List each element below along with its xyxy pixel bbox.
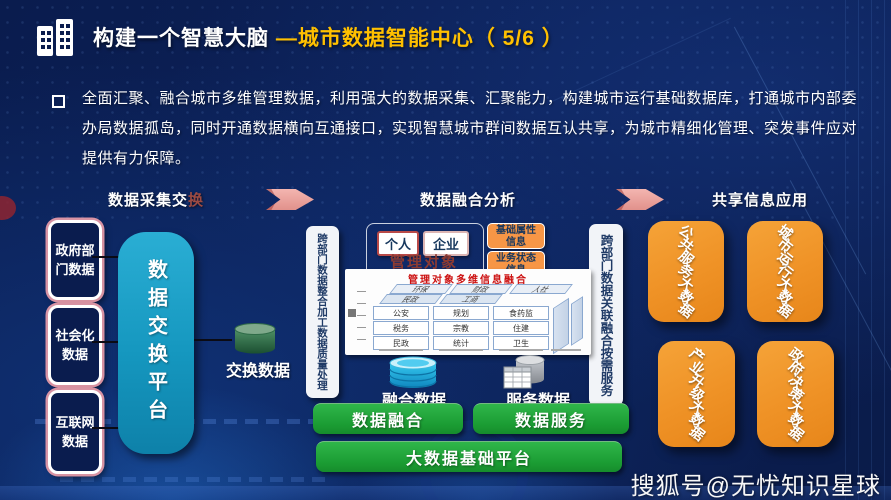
pillar-service-label: 跨部门数据关联融合按需服务 (598, 233, 613, 397)
axis-mark (357, 315, 366, 316)
cube-header: 民政 (379, 294, 443, 304)
axis-mark (357, 291, 366, 292)
intro-paragraph: 全面汇聚、融合城市多维管理数据，利用强大的数据采集、汇聚能力，构建城市运行基础数… (82, 90, 858, 167)
chip-company: 企业 (423, 231, 469, 256)
app-box-label: 产业升级大数据 (686, 343, 708, 444)
axis-mark (357, 303, 366, 304)
dash-pattern (60, 477, 330, 482)
source-box-internet: 互联网数据 (48, 390, 102, 474)
building-icon (37, 19, 73, 56)
cube-cell: 卫生 (493, 336, 549, 350)
management-object-label: 管理对象 (389, 254, 458, 271)
exchange-db-label: 交换数据 (225, 363, 290, 380)
bullet-square-icon (52, 95, 65, 108)
fused-database-icon (389, 356, 437, 388)
source-box-government: 政府部门数据 (48, 220, 102, 300)
arrow-right-icon (616, 189, 664, 210)
cube-cell: 住建 (493, 321, 549, 335)
exchange-database-icon (234, 323, 276, 354)
app-box-gov-decision: 政府决策大数据 (757, 341, 834, 447)
pillar-integration: 跨部门数据整合加工数据质量处理 (306, 226, 339, 398)
title-main: 构建一个智慧大脑 (93, 27, 276, 50)
title-accent: —城市数据智能中心（ 5/6 ） (275, 27, 564, 50)
app-box-label: 公共服务大数据 (675, 221, 697, 321)
cube-cell: 食药监 (493, 306, 549, 320)
cube-cell: 税务 (373, 321, 429, 335)
decor-swoosh (0, 196, 16, 220)
cube-cell: 规划 (433, 306, 489, 320)
stage-title-apps: 共享信息应用 (712, 192, 809, 209)
attr-basic-box: 基础属性信息 (487, 223, 545, 249)
axis-mark (357, 327, 366, 328)
app-box-public-service: 公共服务大数据 (648, 221, 724, 322)
axis-mark (357, 339, 366, 340)
page-title: 构建一个智慧大脑 —城市数据智能中心（ 5/6 ） (93, 22, 564, 52)
cube-depth (553, 297, 569, 355)
slide-header: 构建一个智慧大脑 —城市数据智能中心（ 5/6 ） (33, 16, 564, 58)
stage1-tail: 换 (188, 192, 205, 209)
axis-footer (439, 349, 483, 351)
exchange-platform: 数据交换平台 (118, 232, 194, 454)
fusion-chart-title: 管理对象多维信息融合 (408, 275, 528, 286)
cube-cell: 宗教 (433, 321, 489, 335)
app-box-city-operation: 城市运行大数据 (747, 221, 823, 322)
exchange-platform-label: 数据交换平台 (144, 259, 167, 427)
data-service-bar: 数据服务 (473, 403, 629, 434)
pillar-service: 跨部门数据关联融合按需服务 (589, 224, 623, 406)
axis-footer (551, 349, 581, 351)
stage1-main: 数据采集交 (108, 192, 189, 209)
cube-header: 财政 (449, 284, 513, 294)
right-line-pattern (833, 0, 891, 500)
cube-depth (571, 296, 583, 346)
stage-title-collection: 数据采集交换 (108, 189, 204, 210)
stage-title-fusion: 数据融合分析 (420, 192, 517, 209)
connector-line (194, 339, 232, 341)
watermark: 搜狐号@无忧知识星球 (630, 473, 881, 500)
cube-cell: 公安 (373, 306, 429, 320)
cube-header: 人社 (509, 284, 573, 294)
bigdata-platform-bar: 大数据基础平台 (316, 441, 622, 472)
cube-cell: 民政 (373, 336, 429, 350)
axis-footer (379, 349, 423, 351)
source-box-social: 社会化数据 (48, 305, 102, 385)
app-box-industry-upgrade: 产业升级大数据 (658, 341, 735, 447)
connector-line (92, 256, 120, 258)
connector-line (92, 341, 120, 343)
axis-footer (499, 349, 543, 351)
service-database-icon (503, 355, 545, 389)
connector-line (92, 427, 120, 429)
arrow-right-icon (266, 189, 314, 210)
fusion-chart-panel: 管理对象多维信息融合 环保 财政 人社 民政 工商 公安 规划 食药监 税务 宗… (345, 269, 591, 355)
cube-header: 环保 (389, 284, 453, 294)
chip-person: 个人 (377, 231, 419, 256)
axis-blob (348, 309, 356, 317)
data-fusion-bar: 数据融合 (313, 403, 463, 434)
cube-cell: 统计 (433, 336, 489, 350)
pillar-integration-label: 跨部门数据整合加工数据质量处理 (316, 233, 328, 391)
cube-header: 工商 (439, 294, 503, 304)
app-box-label: 政府决策大数据 (785, 343, 807, 444)
app-box-label: 城市运行大数据 (774, 221, 796, 321)
bottom-strip (0, 486, 891, 500)
